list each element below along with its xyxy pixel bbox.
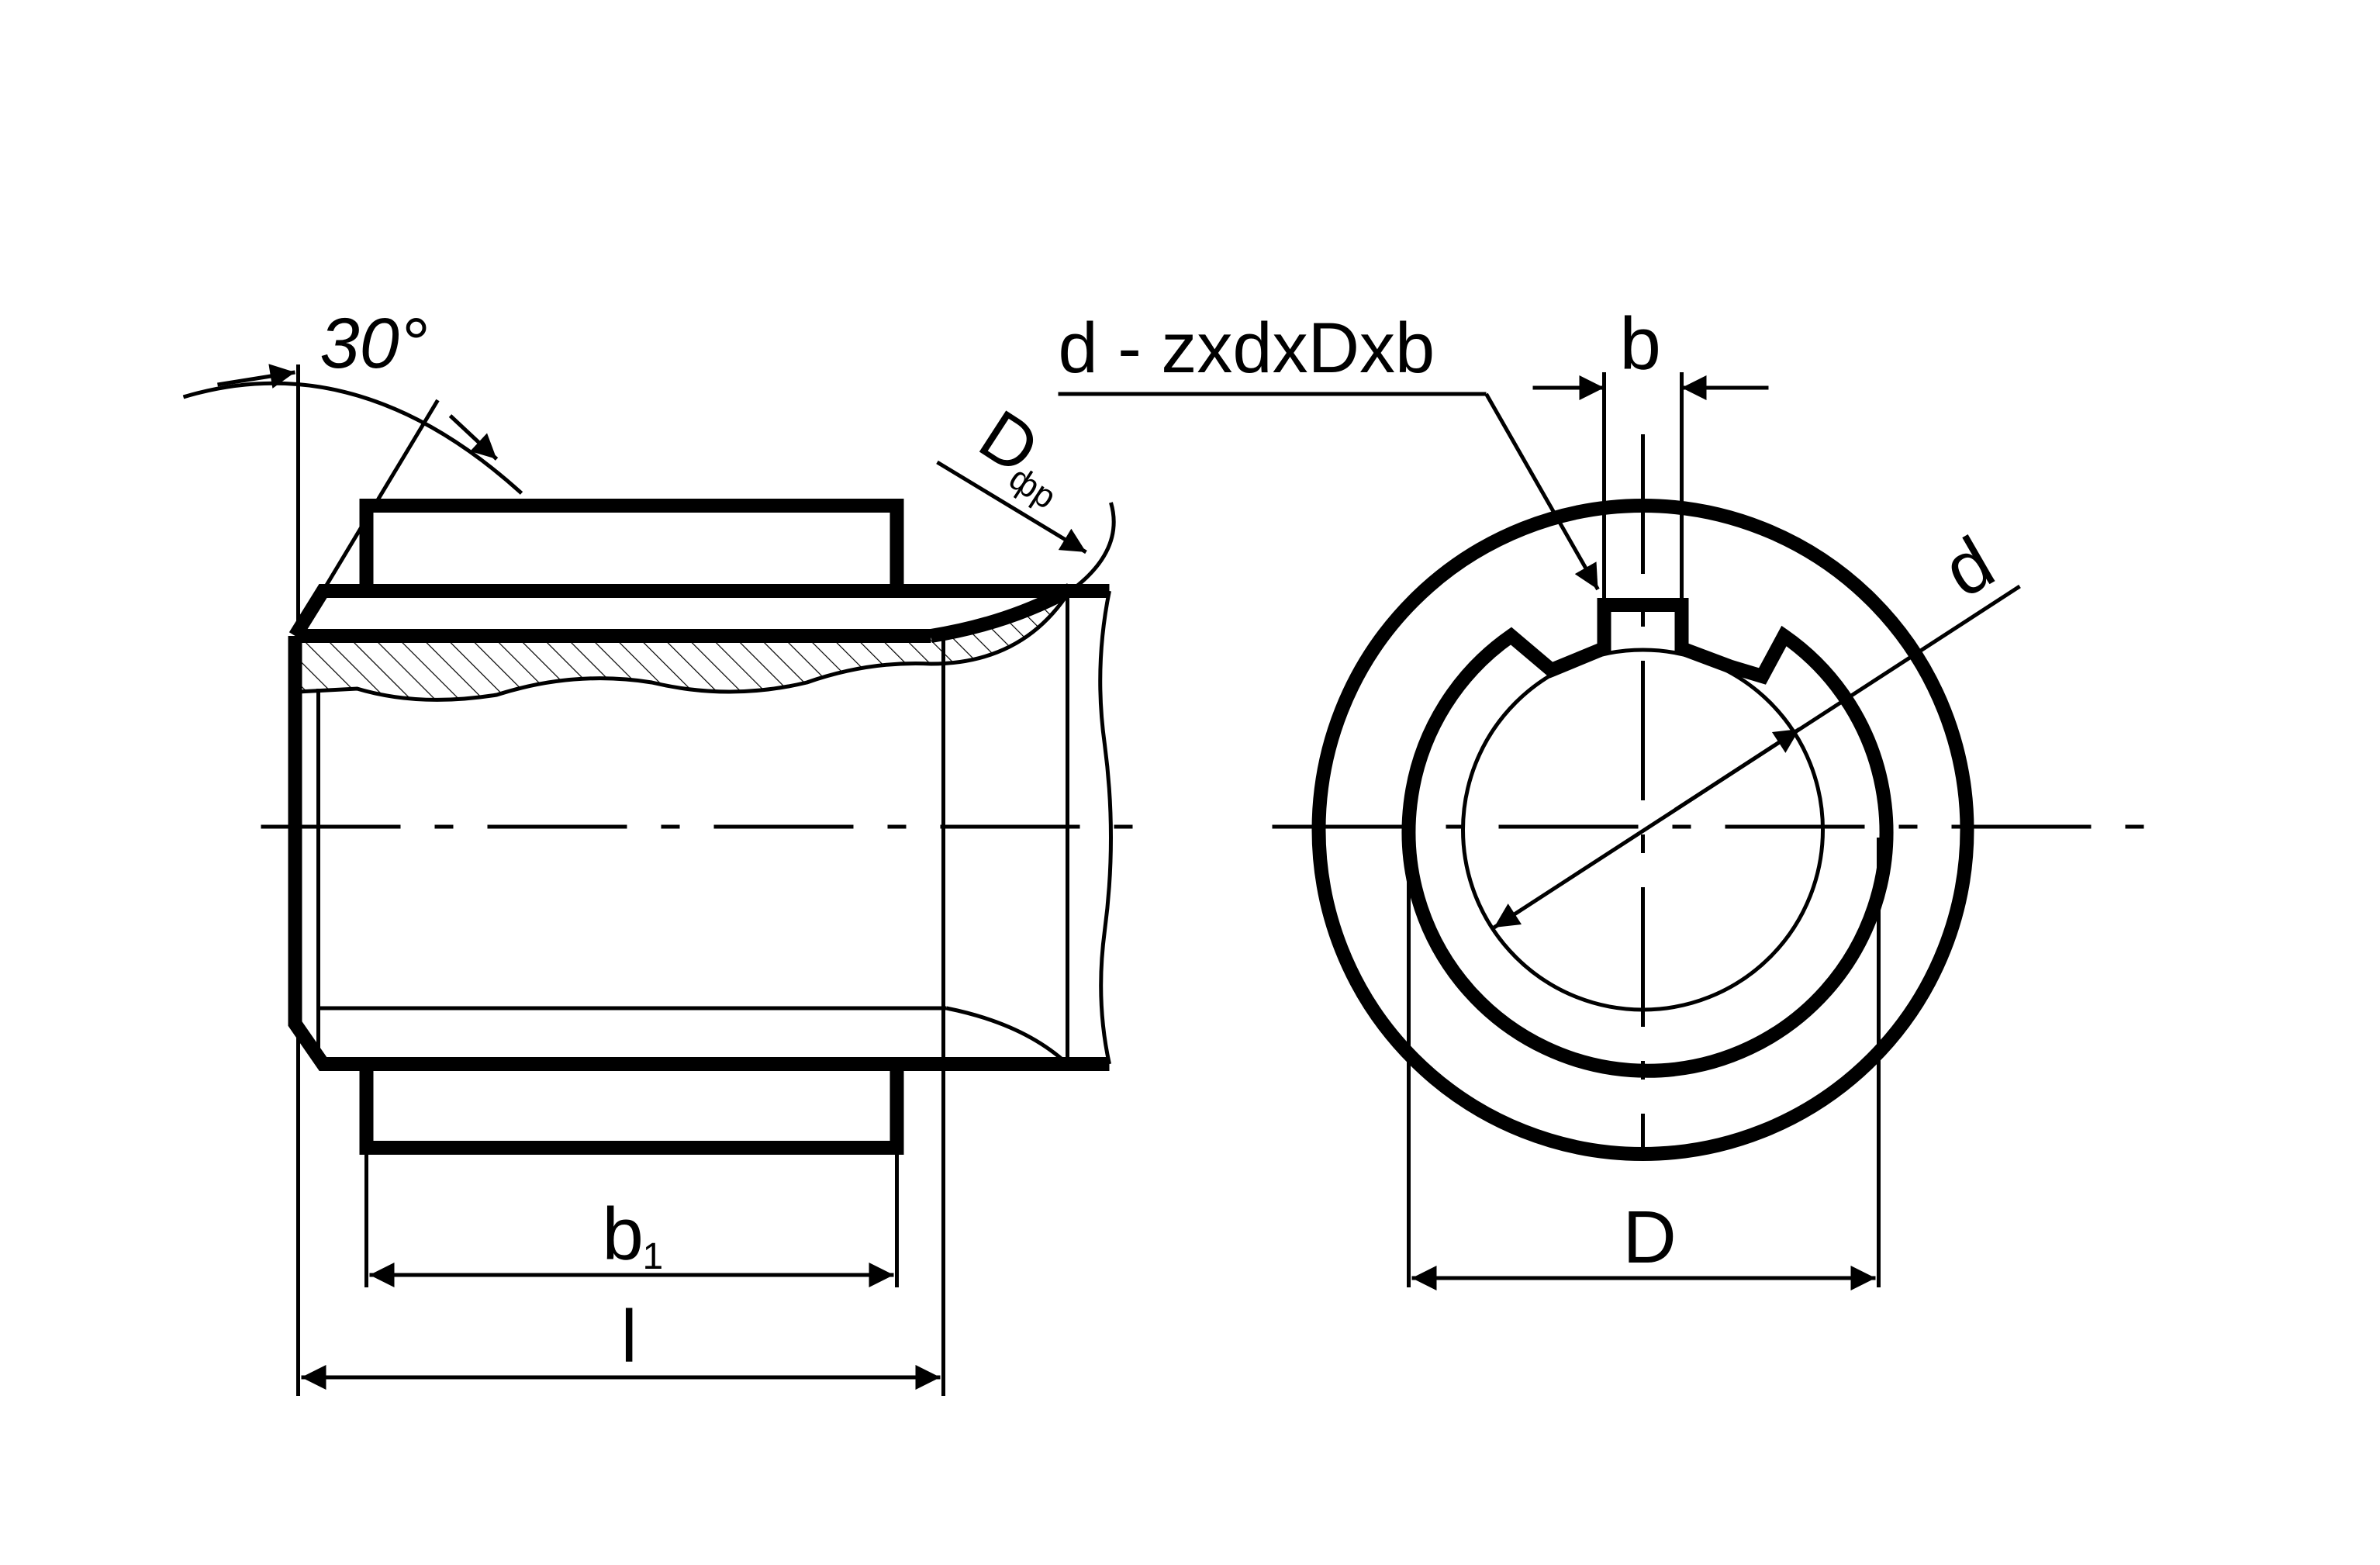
- hub-lower-section: [359, 1057, 904, 1155]
- angle-arrow-right: [448, 414, 499, 461]
- shaft-top-curve: [930, 583, 1074, 643]
- angle-ext-line: [321, 399, 440, 592]
- shaft-breakout-section: [296, 584, 1076, 702]
- shaft-bottom-curve: [946, 1006, 1069, 1066]
- angle-arrow-left: [217, 364, 295, 389]
- angle-label: 30°: [320, 304, 428, 383]
- dfr-arc: [1069, 502, 1116, 593]
- dim-l-label: l: [621, 1295, 637, 1378]
- dim-d-arrow2: [1674, 727, 1801, 812]
- side-view: b 1 l 30° D фр: [182, 304, 1149, 1396]
- angle-arc: [182, 381, 523, 495]
- dim-b1-subscript: 1: [643, 1236, 664, 1277]
- dim-b1-label: b: [603, 1193, 644, 1276]
- shaft-section: [1408, 605, 1887, 1071]
- dim-D-label: D: [1623, 1196, 1677, 1279]
- designation-label: d - zxdxDxb: [1059, 309, 1435, 388]
- dim-b-label: b: [1620, 302, 1661, 385]
- dfr-leader: [936, 460, 1087, 554]
- shaft-break-line: [1098, 590, 1113, 1065]
- shaft-section-hatch: [1401, 598, 1894, 1078]
- designation-leader: [1484, 392, 1600, 591]
- cross-section-view: b d - zxdxDxb d D: [1058, 302, 2166, 1290]
- hub-upper-section: [359, 499, 904, 598]
- dim-d-label: d: [1930, 521, 2008, 613]
